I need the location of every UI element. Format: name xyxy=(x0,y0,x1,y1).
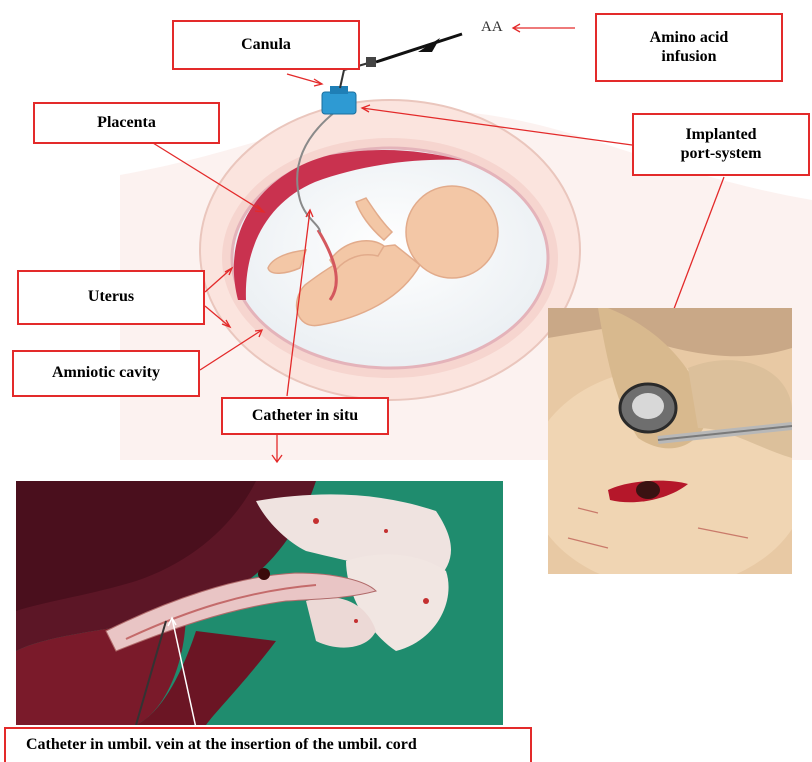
label-canula: Canula xyxy=(172,20,360,70)
cord-photo xyxy=(16,481,503,725)
label-canula-text: Canula xyxy=(241,36,291,54)
label-catheter-in-situ: Catheter in situ xyxy=(221,397,389,435)
label-catheter-situ-text: Catheter in situ xyxy=(252,407,358,425)
label-uterus-text: Uterus xyxy=(88,288,134,306)
label-catheter-umbilical-vein: Catheter in umbil. vein at the insertion… xyxy=(4,727,532,762)
port-device xyxy=(322,86,356,114)
label-amniotic-text: Amniotic cavity xyxy=(52,364,160,382)
label-uterus: Uterus xyxy=(17,270,205,325)
cord-photo-image xyxy=(16,481,503,725)
label-amino-acid-text: Amino acid infusion xyxy=(650,29,729,66)
label-placenta: Placenta xyxy=(33,102,220,144)
label-amino-acid-infusion: Amino acid infusion xyxy=(595,13,783,82)
port-photo xyxy=(548,308,792,574)
label-implanted-port-system: Implanted port-system xyxy=(632,113,810,176)
label-placenta-text: Placenta xyxy=(97,114,156,132)
label-implanted-text: Implanted port-system xyxy=(681,126,762,163)
label-catheter-umbil-text: Catheter in umbil. vein at the insertion… xyxy=(26,736,417,754)
port-photo-image xyxy=(548,308,792,574)
label-aa: AA xyxy=(481,19,503,36)
label-amniotic-cavity: Amniotic cavity xyxy=(12,350,200,397)
